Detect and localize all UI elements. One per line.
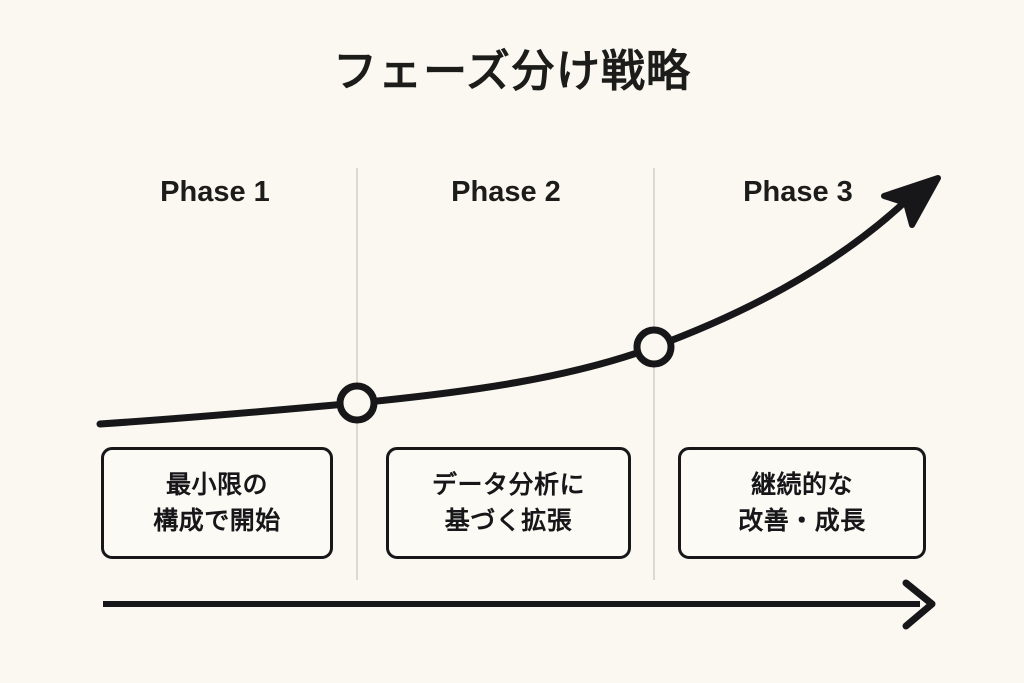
phase-card-2-line-1: データ分析に [431,469,585,499]
phase-divider-1 [356,168,358,580]
page-title: フェーズ分け戦略 [333,46,691,97]
phase-divider-2 [653,168,655,580]
growth-curve-arrow-icon [96,175,941,428]
phase-card-2-line-2: 基づく拡張 [444,506,573,535]
phase-card-2[interactable]: データ分析に 基づく拡張 [386,447,631,559]
milestone-circle-icon [336,382,378,424]
phase-label-2: Phase 2 [451,176,561,208]
phase-label-3: Phase 3 [743,176,853,208]
phase-card-1-line-2: 構成で開始 [153,506,281,535]
timeline-arrow-icon [103,579,936,630]
phase-card-1[interactable]: 最小限の 構成で開始 [101,447,333,559]
phase-card-3-line-1: 継続的な [750,469,853,499]
phase-card-1-line-1: 最小限の [165,469,268,499]
milestone-circle-icon [633,326,675,368]
phase-card-3[interactable]: 継続的な 改善・成長 [678,447,926,559]
phase-label-1: Phase 1 [160,176,270,208]
phase-card-3-line-2: 改善・成長 [738,506,866,535]
